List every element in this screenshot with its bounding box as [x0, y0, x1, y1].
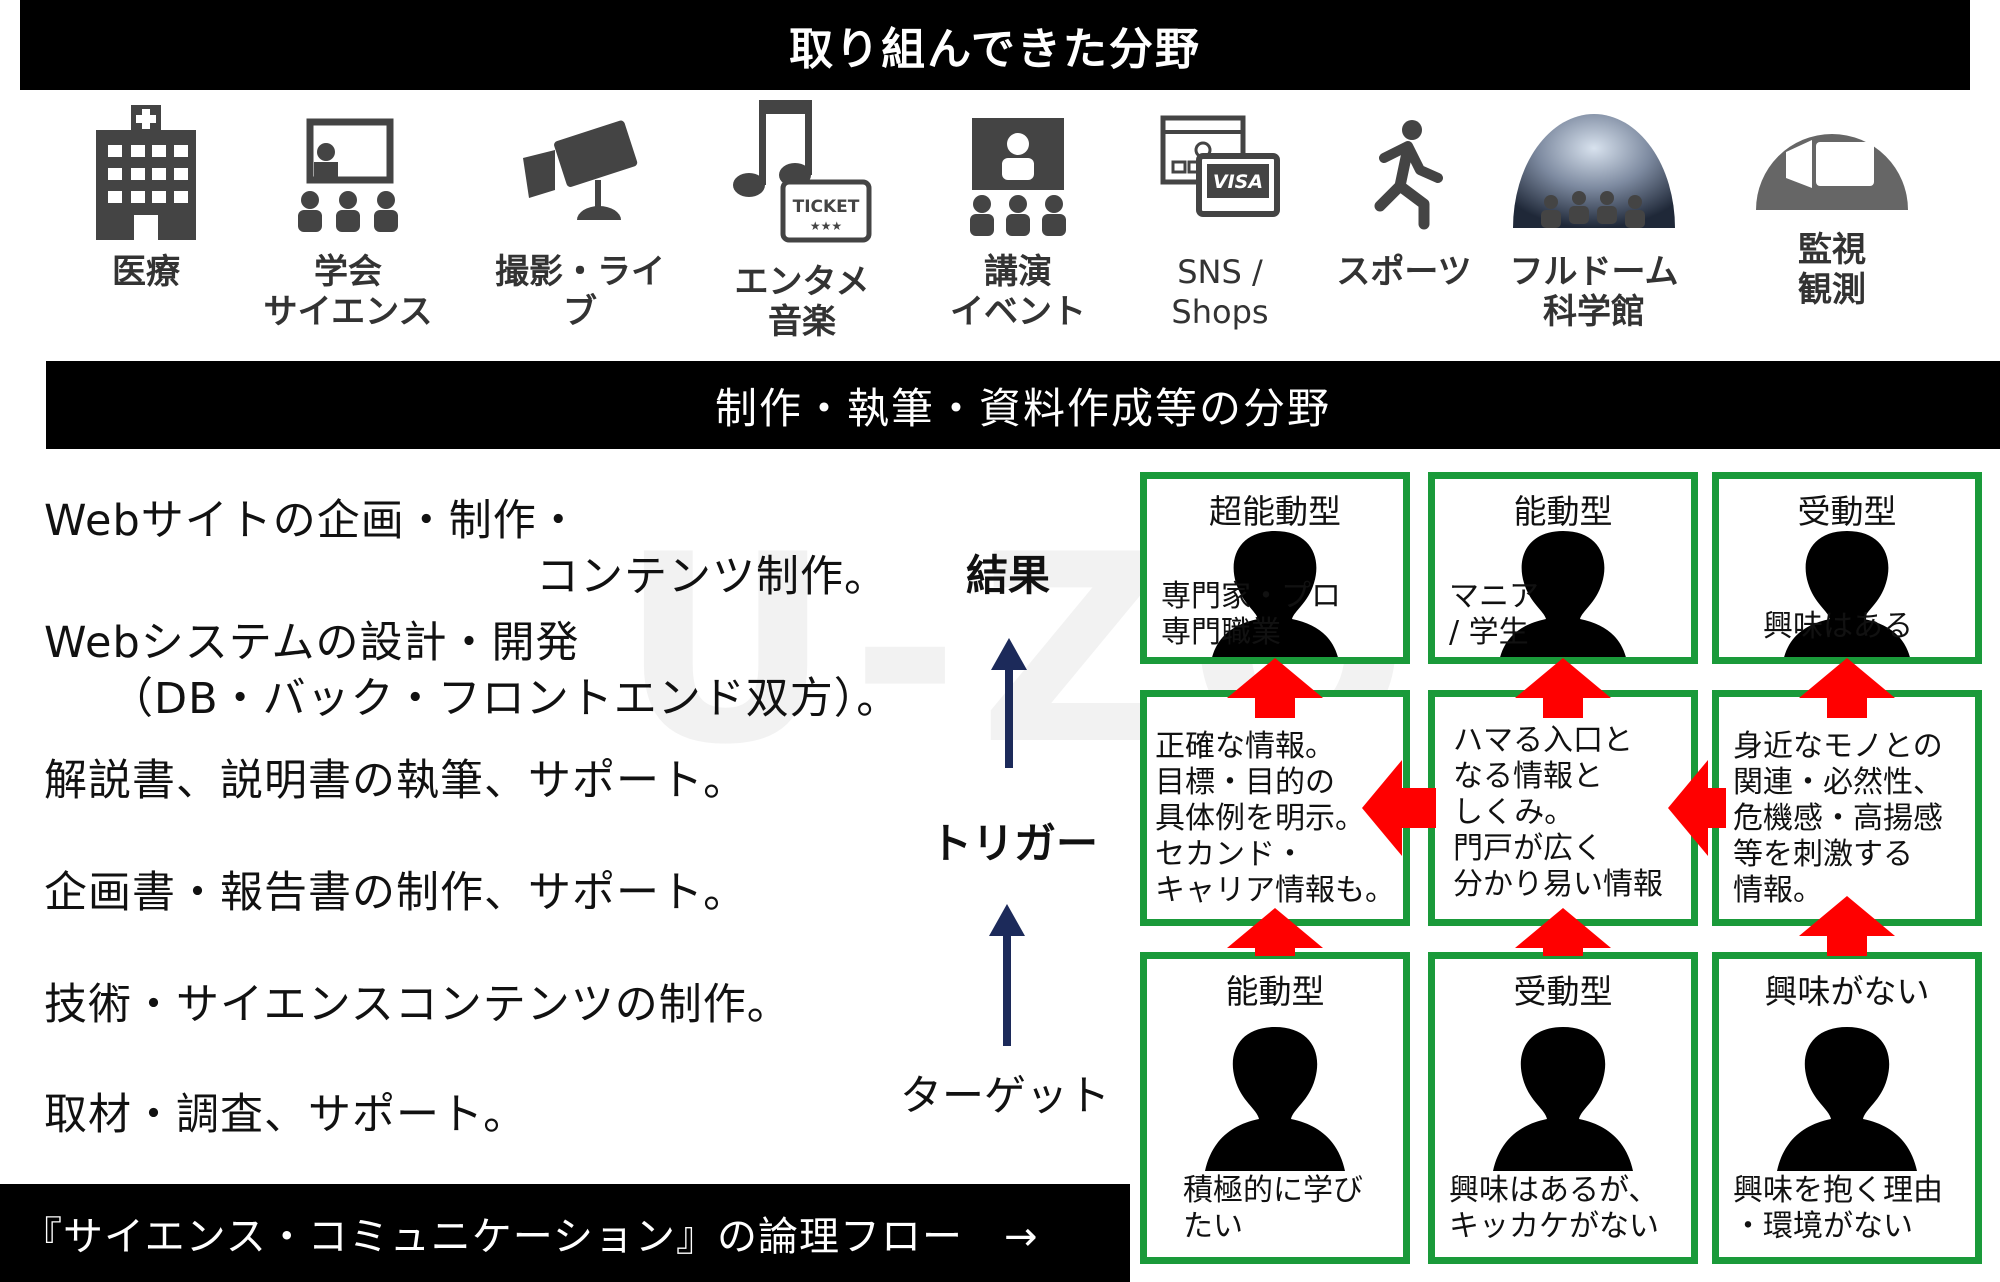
hospital-icon	[96, 105, 196, 240]
field-label: SNS / Shops	[1171, 253, 1269, 331]
lecture-icon	[298, 118, 398, 232]
work-item: Webシステムの設計・開発	[44, 618, 580, 668]
card-desc: 正確な情報。 目標・目的の 具体例を明示。 セカンド・ キャリア情報も。	[1155, 729, 1395, 908]
field-medical: 医療	[56, 100, 236, 292]
person-silhouette-icon	[1777, 1027, 1917, 1171]
music-ticket-icon: TICKET ★★★	[733, 100, 872, 243]
work-item: （DB・バック・フロントエンド双方）。	[110, 674, 901, 724]
svg-text:★★★: ★★★	[810, 219, 842, 233]
card-title: 超能動型	[1209, 492, 1341, 531]
work-item: Webサイトの企画・制作・	[44, 496, 581, 546]
field-observation: 監視 観測	[1742, 100, 1922, 310]
svg-text:VISA: VISA	[1213, 171, 1263, 193]
card-bottom-3: 興味がない 興味を抱く理由 ・環境がない	[1712, 952, 1982, 1264]
red-arrow-left-icon	[1362, 760, 1402, 856]
red-arrow-up-icon	[1227, 908, 1323, 948]
red-arrow-stem	[1543, 696, 1583, 718]
card-top-3: 受動型 興味はある	[1712, 472, 1982, 664]
field-label: フルドーム 科学館	[1509, 252, 1679, 332]
work-item: 技術・サイエンスコンテンツの制作。	[44, 980, 791, 1030]
field-science: 学会 サイエンス	[258, 100, 438, 332]
camera-icon	[523, 120, 638, 220]
card-desc: 興味はあるが、 キッカケがない	[1449, 1173, 1659, 1244]
card-title: 興味がない	[1764, 972, 1930, 1011]
field-label: 医療	[112, 252, 180, 292]
field-label: 撮影・ライブ	[495, 252, 665, 332]
card-title: 能動型	[1225, 972, 1325, 1011]
card-mid-3: 身近なモノとの 関連・必然性、 危機感・高揚感 等を刺激する 情報。	[1712, 690, 1982, 926]
person-silhouette-icon	[1205, 1027, 1345, 1171]
field-filming: 撮影・ライブ	[490, 100, 670, 332]
flow-label-result: 結果	[966, 551, 1051, 600]
field-sports: スポーツ	[1314, 100, 1494, 292]
header-mid: 制作・執筆・資料作成等の分野	[46, 361, 2000, 449]
field-label: エンタメ 音楽	[734, 262, 870, 342]
card-title: 受動型	[1797, 492, 1897, 531]
svg-text:TICKET: TICKET	[793, 197, 860, 217]
runner-icon	[1374, 120, 1443, 230]
red-arrow-left-icon	[1668, 760, 1708, 856]
card-desc: 専門家・プロ 専門職業	[1161, 579, 1341, 650]
field-fulldome: フルドーム 科学館	[1504, 100, 1684, 332]
work-item: 企画書・報告書の制作、サポート。	[44, 868, 748, 918]
flow-arrow-up-icon	[991, 638, 1027, 768]
person-silhouette-icon	[1212, 531, 1338, 657]
audience-icon	[970, 118, 1066, 236]
field-label: 学会 サイエンス	[263, 252, 433, 332]
red-arrow-up-icon	[1799, 896, 1895, 936]
field-sns-shops: VISA SNS / Shops	[1130, 100, 1310, 332]
person-silhouette-icon	[1500, 531, 1626, 657]
card-top-1: 超能動型 専門家・プロ 専門職業	[1140, 472, 1410, 664]
card-mid-2: ハマる入口と なる情報と しくみ。 門戸が広く 分かり易い情報	[1428, 690, 1698, 926]
web-shop-icon: VISA	[1160, 115, 1280, 217]
red-arrow-stem	[1827, 936, 1867, 956]
card-bottom-2: 受動型 興味はあるが、 キッカケがない	[1428, 952, 1698, 1264]
red-arrow-up-icon	[1515, 658, 1611, 698]
card-desc: ハマる入口と なる情報と しくみ。 門戸が広く 分かり易い情報	[1453, 723, 1663, 902]
field-label: スポーツ	[1336, 252, 1472, 292]
flow-arrow-up-icon	[989, 904, 1025, 1046]
card-title: 能動型	[1513, 492, 1613, 531]
work-item: 取材・調査、サポート。	[44, 1090, 528, 1140]
red-arrow-stem	[1827, 696, 1867, 718]
card-desc: マニア / 学生	[1449, 579, 1539, 650]
card-desc: 興味を抱く理由 ・環境がない	[1733, 1173, 1943, 1244]
flow-label-target: ターゲット	[900, 1071, 1111, 1120]
card-bottom-1: 能動型 積極的に学び たい	[1140, 952, 1410, 1264]
person-silhouette-icon	[1784, 531, 1910, 657]
observation-icon	[1756, 134, 1908, 210]
work-item: コンテンツ制作。	[536, 552, 888, 602]
card-title: 受動型	[1513, 972, 1613, 1011]
work-item: 解説書、説明書の執筆、サポート。	[44, 756, 748, 806]
red-arrow-stem	[1255, 696, 1295, 718]
footer-bar: 『サイエンス・コミュニケーション』の論理フロー →	[0, 1184, 1130, 1282]
red-arrow-up-icon	[1515, 908, 1611, 948]
field-label: 講演 イベント	[950, 252, 1086, 332]
person-silhouette-icon	[1493, 1027, 1633, 1171]
card-desc: 興味はある	[1763, 609, 1913, 644]
card-desc: 身近なモノとの 関連・必然性、 危機感・高揚感 等を刺激する 情報。	[1733, 729, 1943, 908]
red-arrow-up-icon	[1799, 658, 1895, 698]
field-events: 講演 イベント	[928, 100, 1108, 332]
red-arrow-stem	[1706, 788, 1726, 828]
header-top: 取り組んできた分野	[20, 0, 1970, 90]
red-arrow-up-icon	[1227, 658, 1323, 698]
flow-label-trigger: トリガー	[930, 819, 1099, 868]
card-desc: 積極的に学び たい	[1183, 1173, 1363, 1244]
dome-icon	[1513, 114, 1675, 228]
field-label: 監視 観測	[1798, 230, 1866, 310]
field-entertainment: TICKET ★★★ エンタメ 音楽	[712, 100, 892, 342]
red-arrow-stem	[1402, 788, 1436, 828]
card-top-2: 能動型 マニア / 学生	[1428, 472, 1698, 664]
